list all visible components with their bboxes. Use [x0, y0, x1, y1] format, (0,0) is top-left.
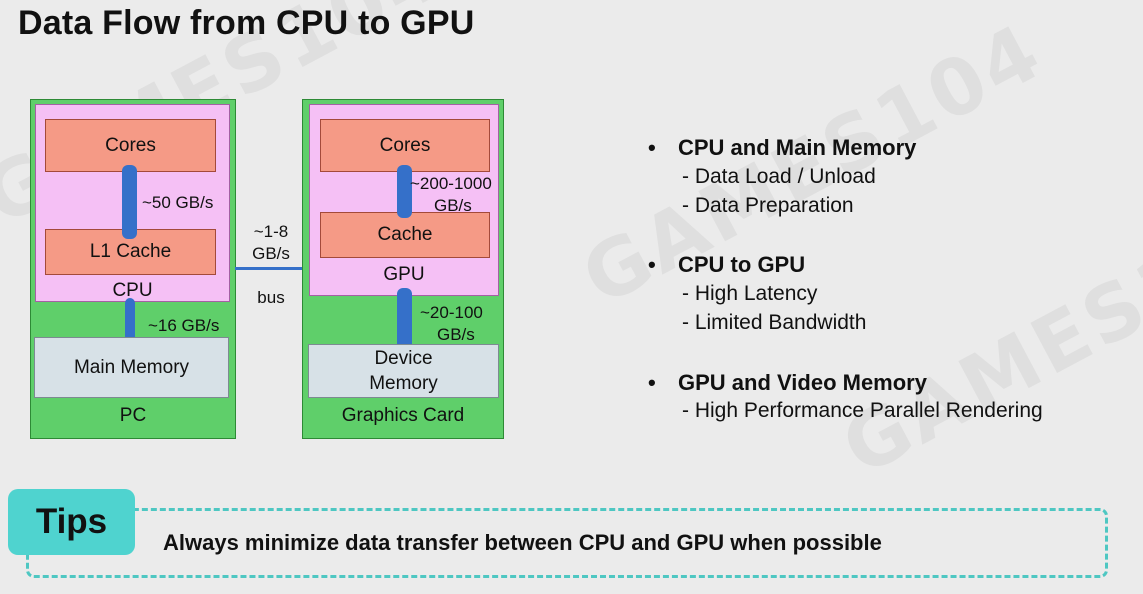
bw-gpu-memory-line2: GB/s: [437, 325, 475, 344]
bullet-item: - High Performance Parallel Rendering: [682, 399, 1043, 422]
bullet-item: - Data Preparation: [682, 194, 854, 217]
device-memory-box: Device Memory: [308, 344, 499, 398]
cpu-label: CPU: [112, 280, 153, 301]
tips-text: Always minimize data transfer between CP…: [163, 530, 882, 555]
bw-gpu-cores-cache-line2: GB/s: [434, 196, 472, 215]
pc-label: PC: [119, 405, 147, 426]
page-title: Data Flow from CPU to GPU: [18, 4, 475, 42]
bw-gpu-cores-cache-line1: ~200-1000: [410, 174, 492, 193]
gpu-cache-box: Cache: [320, 212, 490, 258]
bus-line: [235, 267, 305, 270]
cpu-memory-link: [125, 298, 135, 342]
gpu-label: GPU: [383, 264, 425, 285]
bw-cpu-cores-cache: ~50 GB/s: [142, 193, 214, 212]
gpu-memory-link: [397, 288, 412, 350]
gpu-cores-box: Cores: [320, 119, 490, 172]
graphics-card-label: Graphics Card: [341, 405, 465, 426]
main-memory-box: Main Memory: [34, 337, 229, 398]
bus-bandwidth-line1: ~1-8: [253, 222, 289, 241]
bw-gpu-memory-line1: ~20-100: [420, 303, 483, 322]
bullet-item: - High Latency: [682, 282, 818, 305]
gpu-cores-cache-link: [397, 165, 412, 218]
device-memory-line2: Memory: [369, 373, 438, 394]
bullet-heading-gpu-video-memory: GPU and Video Memory: [648, 370, 927, 396]
bus-label: bus: [257, 288, 285, 307]
watermark: GAMES104: [828, 176, 1143, 494]
tips-badge: Tips: [8, 489, 135, 555]
bullet-item: - Data Load / Unload: [682, 165, 876, 188]
bus-bandwidth-line2: GB/s: [252, 244, 290, 263]
bullet-heading-cpu-memory: CPU and Main Memory: [648, 135, 916, 161]
cpu-cores-cache-link: [122, 165, 137, 239]
bullet-heading-cpu-gpu: CPU to GPU: [648, 252, 805, 278]
device-memory-line1: Device: [374, 348, 433, 369]
bw-cpu-memory: ~16 GB/s: [148, 316, 220, 335]
bullet-item: - Limited Bandwidth: [682, 311, 867, 334]
